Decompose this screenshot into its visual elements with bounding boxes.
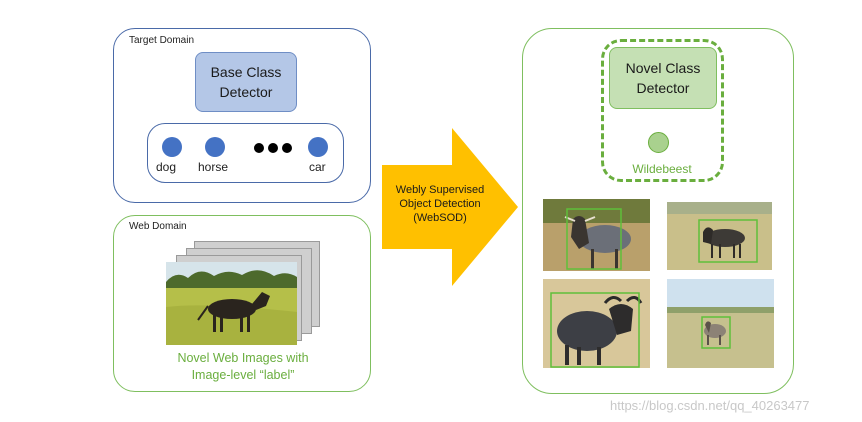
web-images-caption: Novel Web Images with Image-level “label… bbox=[150, 350, 336, 384]
detection-photo-1 bbox=[543, 199, 650, 271]
ellipsis-dot-3 bbox=[282, 143, 292, 153]
web-domain-label: Web Domain bbox=[129, 221, 187, 232]
arrow-text-line-1: Webly Supervised bbox=[395, 184, 485, 196]
novel-detector-line-1: Novel Class bbox=[625, 60, 701, 76]
novel-class-dashed-box bbox=[601, 39, 724, 182]
target-domain-panel bbox=[113, 28, 371, 203]
web-caption-line-1: Novel Web Images with bbox=[177, 351, 309, 365]
ellipsis-dot-2 bbox=[268, 143, 278, 153]
wildebeest-class-label: Wildebeest bbox=[632, 162, 692, 176]
web-caption-line-2: Image-level “label” bbox=[191, 368, 295, 382]
arrow-text-line-2: Object Detection bbox=[399, 198, 481, 210]
base-class-detector-box: Base Class Detector bbox=[195, 52, 297, 112]
detection-bbox bbox=[566, 208, 622, 270]
novel-detector-line-2: Detector bbox=[636, 80, 690, 96]
class-label-horse: horse bbox=[198, 160, 229, 174]
class-label-car: car bbox=[309, 160, 326, 174]
detection-photo-2 bbox=[667, 202, 772, 270]
target-domain-label: Target Domain bbox=[129, 35, 195, 46]
base-classes-box bbox=[147, 123, 344, 183]
web-wildebeest-photo bbox=[166, 262, 297, 345]
novel-class-detector-box: Novel Class Detector bbox=[609, 47, 717, 109]
base-detector-line-2: Detector bbox=[219, 84, 273, 100]
detection-bbox bbox=[550, 292, 640, 368]
detection-photo-4 bbox=[667, 279, 774, 368]
class-dot-car bbox=[308, 137, 328, 157]
arrow-text-line-3: (WebSOD) bbox=[413, 212, 467, 224]
detection-bbox bbox=[698, 219, 758, 263]
web-domain-panel bbox=[113, 215, 371, 392]
detection-photo-3 bbox=[543, 279, 650, 368]
class-dot-horse bbox=[205, 137, 225, 157]
webso-arrow bbox=[382, 128, 518, 286]
novel-output-panel bbox=[522, 28, 794, 394]
class-dot-dog bbox=[162, 137, 182, 157]
class-label-dog: dog bbox=[156, 160, 177, 174]
detection-bbox bbox=[701, 316, 731, 349]
ellipsis-dot-1 bbox=[254, 143, 264, 153]
base-detector-line-1: Base Class bbox=[210, 64, 282, 80]
arrow-shape bbox=[382, 128, 518, 286]
wildebeest-class-dot bbox=[648, 132, 669, 153]
watermark-text: https://blog.csdn.net/qq_40263477 bbox=[610, 398, 810, 413]
arrow-text: Webly Supervised Object Detection (WebSO… bbox=[385, 183, 495, 225]
